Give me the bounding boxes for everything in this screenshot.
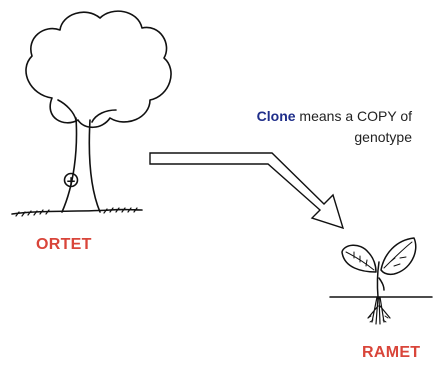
tree-branch-left	[57, 99, 77, 121]
ortet-mark-plus: +	[66, 174, 76, 188]
ortet-mark-circle	[63, 172, 79, 188]
ramet-label: RAMET	[362, 344, 421, 361]
ramet-leaf-left	[341, 244, 377, 273]
ramet-seedling	[329, 237, 433, 325]
clone-caption: Clone means a COPY of genotype	[182, 106, 412, 148]
arrow-outline	[149, 152, 345, 230]
ramet-root-hairs	[367, 315, 389, 323]
tree-grass	[15, 207, 138, 217]
tree-branch-right	[91, 109, 117, 123]
caption-line2: genotype	[354, 129, 412, 145]
ramet-leaf-right	[380, 237, 417, 276]
ramet-sprig	[378, 277, 385, 291]
ortet-label: ORTET	[36, 236, 92, 253]
tree-canopy	[25, 10, 172, 129]
clone-keyword: Clone	[256, 108, 296, 124]
tree-trunk-left	[61, 117, 78, 213]
ortet-tree	[11, 10, 172, 217]
ramet-leaf-right-vein	[383, 241, 413, 269]
ramet-leaf-left-vein	[345, 251, 375, 271]
ramet-roots	[367, 296, 391, 325]
tree-trunk-right	[88, 119, 101, 213]
clone-arrow	[149, 152, 345, 230]
ramet-stem	[376, 261, 380, 298]
caption-line1: means a COPY of	[295, 108, 412, 124]
